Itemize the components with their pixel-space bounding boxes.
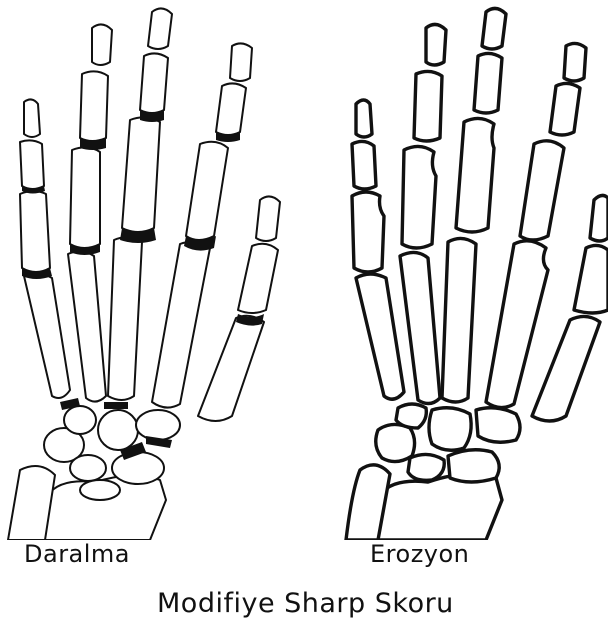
- distal-phalanx-4: [426, 24, 446, 65]
- metacarpal-3: [442, 238, 476, 402]
- carpal-bone: [136, 410, 180, 440]
- metacarpal-5: [24, 273, 70, 398]
- thumb-distal-phalanx: [590, 195, 608, 241]
- carpal-bone: [476, 408, 520, 443]
- thumb-distal-phalanx: [256, 196, 280, 241]
- metacarpal-5: [356, 274, 404, 399]
- distal-phalanx-5: [24, 99, 40, 137]
- distal-phalanx-5: [356, 100, 372, 137]
- proximal-phalanx-5: [352, 192, 384, 272]
- narrowing-label: Daralma: [24, 540, 130, 568]
- middle-phalanx-2: [216, 83, 246, 135]
- carpal-bone: [448, 450, 499, 482]
- carpal-bone: [376, 424, 415, 461]
- carpal-bone: [70, 455, 106, 481]
- carpal-bone: [396, 404, 426, 428]
- carpal-bone: [429, 408, 471, 451]
- proximal-phalanx-4: [402, 146, 436, 248]
- distal-phalanx-3: [148, 8, 172, 49]
- metacarpal-4: [68, 251, 106, 401]
- left-hand-narrowing: [8, 8, 280, 540]
- middle-phalanx-4: [414, 71, 442, 141]
- proximal-phalanx-2: [186, 142, 228, 240]
- carpal-bone: [408, 454, 444, 480]
- proximal-phalanx-2: [520, 141, 564, 240]
- metacarpal-2: [152, 242, 210, 408]
- thumb-proximal-phalanx: [574, 245, 608, 313]
- middle-phalanx-2: [550, 83, 580, 135]
- carpal-bone: [112, 452, 164, 484]
- radius-bone: [372, 474, 502, 540]
- middle-phalanx-5: [20, 140, 44, 189]
- carpal-bone: [98, 410, 138, 450]
- thumb-metacarpal: [198, 316, 264, 421]
- carpal-bone: [64, 406, 96, 434]
- erosion-label: Erozyon: [370, 540, 469, 568]
- distal-phalanx-3: [482, 8, 506, 49]
- proximal-phalanx-3: [456, 118, 494, 232]
- middle-phalanx-5: [352, 141, 376, 189]
- middle-phalanx-4: [80, 71, 108, 141]
- thumb-metacarpal: [532, 316, 600, 421]
- metacarpal-2: [486, 241, 548, 408]
- hand-diagrams-svg: [0, 0, 608, 540]
- middle-phalanx-3: [474, 53, 502, 113]
- metacarpal-3: [108, 237, 142, 400]
- distal-phalanx-2: [564, 43, 586, 81]
- proximal-phalanx-4: [70, 147, 100, 248]
- proximal-phalanx-3: [122, 117, 160, 232]
- distal-phalanx-4: [92, 24, 112, 65]
- metacarpal-4: [400, 252, 440, 403]
- middle-phalanx-3: [140, 53, 168, 113]
- distal-phalanx-2: [230, 43, 252, 81]
- narrowed-joint-marker: [104, 402, 128, 409]
- carpal-bone: [80, 480, 120, 500]
- figure-title: Modifiye Sharp Skoru: [157, 588, 454, 619]
- proximal-phalanx-5: [20, 191, 50, 272]
- right-hand-erosion: [346, 8, 608, 540]
- thumb-proximal-phalanx: [238, 244, 278, 313]
